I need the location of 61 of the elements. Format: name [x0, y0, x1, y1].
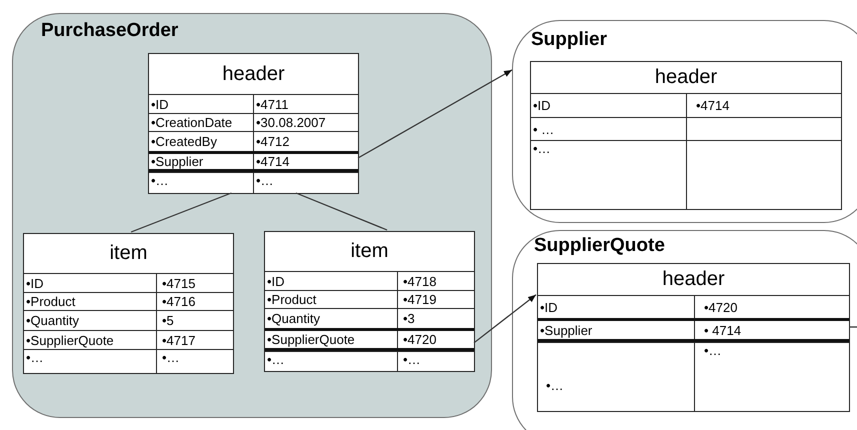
- connector-line: [130, 192, 232, 233]
- attribute-value: •4719: [403, 292, 436, 307]
- attribute-value: •4715: [162, 276, 196, 290]
- attribute-value: • 4714: [704, 322, 742, 338]
- arrow: [358, 69, 512, 159]
- object-container: [512, 230, 857, 430]
- attribute-value: •…: [403, 352, 421, 367]
- attribute-name: •…: [26, 350, 44, 365]
- connector-line: [296, 192, 388, 231]
- object-container: [512, 20, 857, 223]
- attribute-value: •…: [162, 350, 180, 365]
- table: [23, 233, 234, 374]
- table-heading: header: [662, 268, 725, 291]
- object-title: PurchaseOrder: [41, 20, 178, 42]
- table: [530, 61, 842, 210]
- attribute-value: •30.08.2007: [256, 115, 326, 130]
- table-heading: item: [110, 242, 148, 265]
- attribute-name: • …: [533, 122, 554, 136]
- connector-line: [849, 326, 857, 328]
- attribute-name: •ID: [267, 274, 285, 288]
- attribute-name: •SupplierQuote: [267, 332, 355, 347]
- attribute-name: •ID: [533, 98, 551, 113]
- attribute-value: •4711: [256, 96, 289, 112]
- attribute-name: •ID: [540, 300, 558, 314]
- table: [148, 53, 359, 194]
- attribute-name: •…: [533, 141, 551, 156]
- table-heading: header: [222, 62, 285, 86]
- attribute-value: •4714: [256, 154, 290, 169]
- attribute-name: •…: [151, 173, 169, 188]
- attribute-name: •SupplierQuote: [26, 332, 114, 348]
- attribute-value: •3: [403, 311, 415, 326]
- attribute-name: •Supplier: [151, 154, 204, 169]
- table: [537, 263, 850, 412]
- attribute-value: •4720: [704, 300, 738, 314]
- attribute-value: •4714: [696, 98, 730, 113]
- table-heading: item: [350, 240, 388, 263]
- table-heading: header: [654, 66, 718, 89]
- attribute-name: •Quantity: [26, 313, 79, 328]
- attribute-value: •4717: [162, 332, 196, 348]
- attribute-name: •Supplier: [540, 322, 592, 338]
- attribute-value: •4718: [403, 274, 436, 288]
- attribute-name: •Quantity: [267, 311, 320, 326]
- attribute-value: •…: [256, 173, 274, 188]
- object-title: Supplier: [531, 29, 608, 51]
- object-title: SupplierQuote: [534, 235, 665, 257]
- attribute-value: •4720: [403, 332, 436, 347]
- arrow: [474, 294, 536, 344]
- attribute-name: •…: [546, 378, 564, 393]
- attribute-name: •Product: [267, 292, 316, 307]
- attribute-name: •Product: [26, 294, 76, 309]
- attribute-value: •…: [704, 343, 722, 358]
- attribute-value: •5: [162, 313, 174, 328]
- attribute-name: •ID: [151, 96, 169, 112]
- table: [264, 231, 475, 372]
- attribute-name: •CreatedBy: [151, 134, 217, 149]
- attribute-value: •4712: [256, 134, 290, 149]
- attribute-name: •ID: [26, 276, 44, 290]
- attribute-name: •CreationDate: [151, 115, 232, 130]
- attribute-value: •4716: [162, 294, 196, 309]
- object-container: [12, 13, 492, 418]
- attribute-name: •…: [267, 352, 285, 367]
